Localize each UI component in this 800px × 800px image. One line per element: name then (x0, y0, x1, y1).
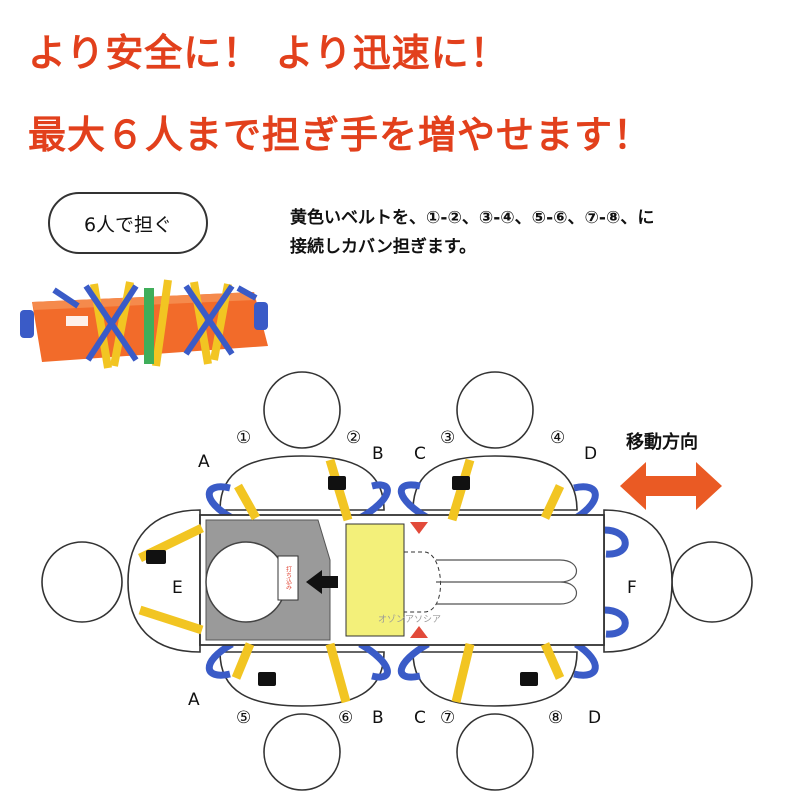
belt-number-7: ⑦ (440, 708, 456, 728)
handle-right (254, 302, 268, 330)
belt-number-4: ④ (550, 428, 566, 448)
pill-label: 6人で担ぐ (83, 213, 173, 236)
belt-number-5: ⑤ (236, 708, 252, 728)
arrow-left-icon (306, 570, 338, 594)
marker-top (410, 522, 428, 534)
label-C-bottom: C (414, 708, 426, 728)
label-C-top: C (414, 444, 426, 464)
headline-six-carriers: 最大６人まで担ぎ手を増やせます！ (28, 113, 653, 157)
instruction-line-1: 黄色いベルトを、①-②、③-④、⑤-⑥、⑦-⑧、に (290, 208, 655, 228)
label-D-bottom: D (588, 708, 602, 728)
person-C-top (412, 371, 578, 511)
marker-bottom (410, 626, 428, 638)
buckles (146, 476, 538, 686)
belt-number-6: ⑥ (338, 708, 354, 728)
label-F: F (627, 578, 637, 598)
watermark: オゾンアソシア (378, 615, 442, 625)
handle-left (20, 310, 34, 338)
stretcher-tag-text: 打ち込み (285, 565, 292, 591)
carrying-diagram: 打ち込み (41, 371, 753, 791)
yellow-pad (345, 523, 405, 637)
belt-number-2: ② (346, 428, 362, 448)
label-A-bottom: A (188, 690, 200, 710)
stretcher-photo (20, 279, 268, 369)
belt-number-1: ① (236, 428, 252, 448)
headline-safer-faster: より安全に！ より迅速に！ (28, 31, 509, 75)
label-D-top: D (584, 444, 598, 464)
head-rest (205, 541, 287, 623)
label-E: E (172, 578, 183, 598)
green-strap (144, 288, 154, 364)
double-arrow-icon (620, 462, 722, 510)
six-person-pill: 6人で担ぐ (48, 192, 208, 254)
blue-belts (205, 481, 629, 681)
label-patch (66, 316, 88, 326)
stretcher-tag (277, 555, 299, 601)
belt-number-8: ⑧ (548, 708, 564, 728)
instruction-line-2: 接続しカバン担ぎます。 (290, 237, 477, 257)
leg-outline (436, 559, 577, 605)
label-B-bottom: B (372, 708, 384, 728)
direction-label: 移動方向 (626, 432, 698, 453)
label-B-top: B (372, 444, 384, 464)
label-A-top: A (198, 452, 210, 472)
person-A-top (219, 371, 385, 511)
belt-number-3: ③ (440, 428, 456, 448)
